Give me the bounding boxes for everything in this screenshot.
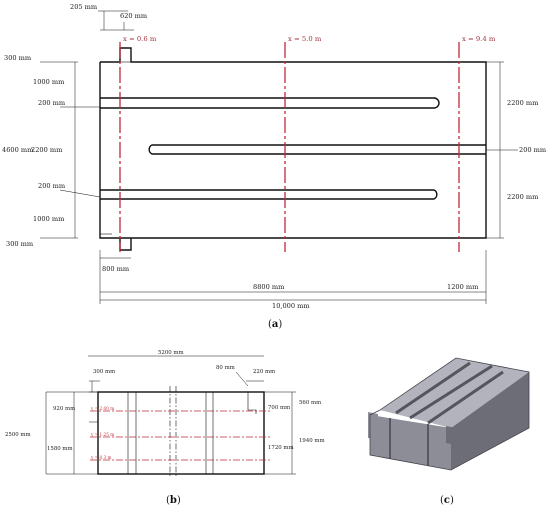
plan-outline	[99, 47, 487, 251]
block-silhouette	[369, 357, 530, 471]
section-label-1: x = 0.6 m	[123, 35, 157, 43]
caption-b: (b)	[166, 495, 181, 506]
top-tab	[119, 47, 132, 63]
leader-200-bot	[59, 189, 101, 198]
dim-left-4600: 4600 mm	[2, 146, 34, 154]
dim-right-2200-bot: 2200 mm	[507, 193, 539, 201]
dim-left-1000-top: 1000 mm	[33, 78, 65, 86]
dim-left-200-bot: 200 mm	[38, 182, 66, 190]
slot-groove-2	[409, 364, 493, 420]
section-outline	[97, 391, 265, 475]
section-label-3: x = 9.4 m	[462, 35, 496, 43]
dim-5200: 5200 mm	[158, 350, 184, 356]
slot-upper	[100, 97, 440, 109]
caption-c: (c)	[440, 495, 454, 506]
dim-2500: 2500 mm	[5, 432, 31, 438]
dim-left-300-bot: 300 mm	[6, 240, 34, 248]
block-side-face	[451, 372, 529, 470]
slot-groove-3	[427, 370, 504, 425]
dim-8800: 8800 mm	[253, 283, 285, 291]
dim-10000: 10,000 mm	[272, 302, 310, 310]
dim-800: 800 mm	[102, 265, 130, 273]
bottom-tab	[119, 237, 132, 251]
dim-1720: 1720 mm	[268, 445, 294, 451]
dim-620: 620 mm	[120, 12, 148, 20]
dim-920: 920 mm	[53, 406, 75, 412]
section-y-label-1: y = 2.00 m	[90, 406, 114, 411]
panel-b-cross-section: y = 2.00 m y = 1.25 m y = 0.3 m 5200 mm …	[5, 350, 325, 478]
dim-700: 700 mm	[268, 405, 290, 411]
panel-c-3d-model	[368, 357, 530, 471]
dim-300: 300 mm	[93, 369, 115, 375]
dim-220: 220 mm	[253, 369, 275, 375]
leader-80	[235, 371, 249, 387]
dim-80: 80 mm	[216, 365, 235, 371]
dim-right-2200-top: 2200 mm	[507, 99, 539, 107]
left-tab-1	[368, 412, 378, 440]
slot-groove-1	[395, 361, 471, 415]
caption-a: (a)	[268, 319, 282, 330]
block-top-face	[380, 358, 529, 428]
section-y-label-3: y = 0.3 m	[90, 455, 112, 460]
slot-lower	[100, 189, 438, 200]
dim-1580: 1580 mm	[47, 446, 73, 452]
slot-middle	[148, 144, 486, 155]
dim-205: 205 mm	[70, 3, 98, 11]
dim-left-200-top: 200 mm	[38, 99, 66, 107]
dim-1200: 1200 mm	[447, 283, 479, 291]
section-label-2: x = 5.0 m	[288, 35, 322, 43]
right-hook	[247, 392, 257, 414]
panel-a-plan-view: x = 0.6 m x = 5.0 m x = 9.4 m 205 mm 620…	[2, 3, 547, 310]
right-tab	[446, 426, 456, 445]
dim-1940: 1940 mm	[299, 438, 325, 444]
section-y-label-2: y = 1.25 m	[90, 432, 114, 437]
dim-560: 560 mm	[299, 400, 321, 406]
dim-left-2200: 2200 mm	[31, 146, 63, 154]
dim-left-1000-bot: 1000 mm	[33, 215, 65, 223]
dim-left-300-top: 300 mm	[4, 54, 32, 62]
dim-right-200: 200 mm	[519, 146, 547, 154]
